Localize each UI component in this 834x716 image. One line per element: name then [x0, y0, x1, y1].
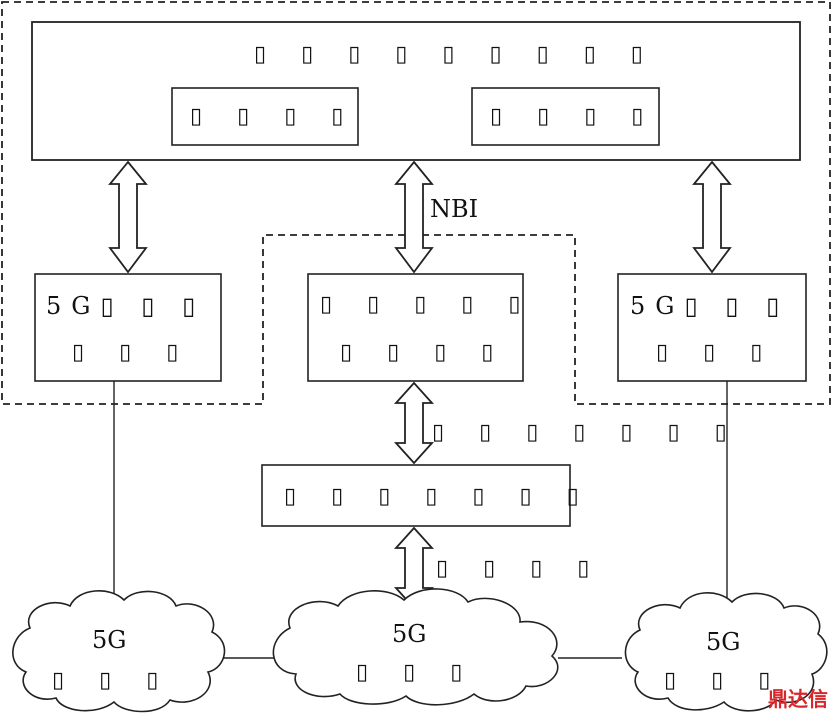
cloud-left-line1: 5G	[92, 626, 127, 654]
cloud-center-line2: ▯ ▯ ▯	[356, 660, 477, 685]
cloud-center	[272, 588, 559, 706]
double-arrow-right	[692, 160, 732, 274]
nbi-label: NBI	[430, 195, 479, 223]
top-left-subbox	[171, 87, 359, 146]
top-left-subbox-label: ▯ ▯ ▯ ▯	[190, 104, 358, 129]
center-mid-line2: ▯ ▯ ▯ ▯	[340, 340, 508, 365]
interface-label-1: ▯ ▯ ▯ ▯ ▯ ▯ ▯	[432, 420, 741, 445]
left-5g-box	[34, 273, 222, 382]
right-mid-line1: 5G▯ ▯ ▯	[630, 292, 790, 320]
cloud-center-line1: 5G	[392, 620, 427, 648]
cloud-left	[12, 590, 226, 713]
left-mid-line2: ▯ ▯ ▯	[72, 340, 193, 365]
center-mid-line1: ▯ ▯ ▯ ▯ ▯	[320, 292, 535, 317]
double-arrow-left	[108, 160, 148, 274]
cloud-right-line1: 5G	[706, 628, 741, 656]
left-mid-line1: 5G▯ ▯ ▯	[46, 292, 206, 320]
right-5g-box	[617, 273, 807, 382]
right-mid-line2: ▯ ▯ ▯	[656, 340, 777, 365]
interface-label-2: ▯ ▯ ▯ ▯	[436, 556, 604, 581]
top-platform-box	[31, 21, 801, 161]
top-right-subbox	[471, 87, 660, 146]
lower-box-label: ▯ ▯ ▯ ▯ ▯ ▯ ▯	[284, 484, 593, 509]
cloud-right	[624, 592, 828, 712]
double-arrow-nbi	[394, 160, 434, 274]
top-box-title: ▯ ▯ ▯ ▯ ▯ ▯ ▯ ▯ ▯	[254, 42, 657, 67]
dashed-boundary	[1, 1, 831, 405]
cloud-left-line2: ▯ ▯ ▯	[52, 668, 173, 693]
cloud-right-line2: ▯ ▯ ▯	[664, 668, 785, 693]
top-right-subbox-label: ▯ ▯ ▯ ▯	[490, 104, 658, 129]
watermark-logo: 鼎达信	[768, 687, 828, 711]
center-mid-box	[307, 273, 524, 382]
lower-box	[261, 464, 571, 527]
double-arrow-lower-1	[393, 381, 435, 465]
